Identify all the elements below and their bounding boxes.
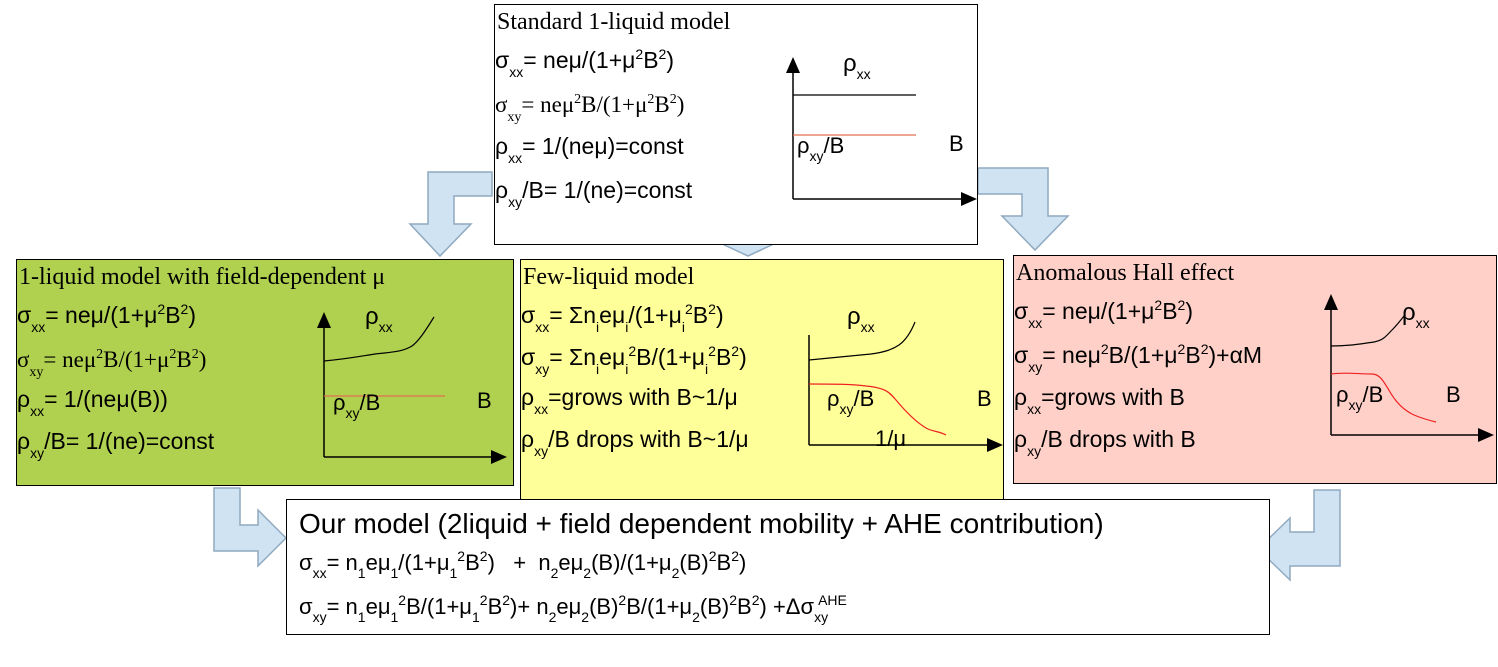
few-liquid-sketch-plot: ρxx ρxy/B B 1/μ [808,303,1003,452]
few-liquid-x-axis-arrowhead [987,438,1003,452]
standard-rho-xx: ρxx= 1/(neμ)=const [495,133,684,166]
few-liquid-x-axis-label: B [977,386,992,411]
ahe-rho-xy-curve [1330,372,1437,423]
ahe-x-axis-arrowhead [1478,428,1494,442]
ahe-rho-xx-curve [1330,315,1405,347]
standard-sigma-xx: σxx= neμ/(1+μ2B2) [495,46,674,80]
field-dependent-sketch-plot: ρxx ρxy/B B [317,303,507,464]
standard-x-axis-label: B [949,131,964,156]
few-liquid-sigma-xx: σxx= Σnieμi/(1+μi2B2) [521,301,724,335]
field-dependent-x-axis-arrowhead [491,450,507,464]
ahe-sketch-plot: ρxx ρxy/B B [1324,294,1494,442]
few-liquid-rho-xx-curve [808,321,916,361]
standard-sigma-xy: σxy= neμ2B/(1+μ2B2) [495,92,685,125]
field-dependent-y-axis-arrowhead [317,312,331,328]
arrow-standard-to-ahe [977,167,1070,252]
standard-model-box: Standard 1-liquid model σxx= neμ/(1+μ2B2… [494,4,978,245]
ahe-rho-xy: ρxy/B drops with B [1014,426,1196,459]
few-liquid-rho-xy: ρxy/B drops with B~1/μ [521,426,749,459]
ahe-rho-xx-label: ρxx [1402,299,1430,331]
few-liquid-sigma-xy: σxy= Σnieμi2B/(1+μi2B2) [521,343,747,377]
ahe-sigma-xx: σxx= neμ/(1+μ2B2) [1014,297,1193,331]
field-dependent-title: 1-liquid model with field-dependent μ [19,264,386,290]
field-dependent-sigma-xx: σxx= neμ/(1+μ2B2) [17,301,196,335]
few-liquid-title: Few-liquid model [523,264,695,290]
field-dependent-rho-xx-curve [323,316,435,362]
field-dependent-x-axis-label: B [477,388,492,413]
standard-x-axis-arrowhead [961,192,977,206]
arrow-field-dependent-to-our-model [213,487,288,568]
ahe-box: Anomalous Hall effect σxx= neμ/(1+μ2B2) … [1013,255,1497,484]
ahe-y-axis-arrowhead [1324,294,1338,310]
our-model-title: Our model (2liquid + field dependent mob… [299,508,1104,539]
field-dependent-rho-xx: ρxx= 1/(neμ(B)) [17,386,168,419]
standard-rho-xy: ρxy/B= 1/(ne)=const [495,177,693,210]
standard-model-title: Standard 1-liquid model [497,9,731,35]
ahe-rho-xx: ρxx=grows with B [1014,384,1185,417]
field-dependent-rho-xy: ρxy/B= 1/(ne)=const [17,428,215,461]
field-dependent-box: 1-liquid model with field-dependent μ σx… [16,259,514,486]
our-model-sigma-xy: σxy= n1eμ12B/(1+μ12B2)+ n2eμ2(B)2B/(1+μ2… [299,592,847,625]
few-liquid-mu-label: 1/μ [875,426,906,451]
standard-rho-xy-label: ρxy/B [797,133,844,164]
few-liquid-rho-xy-curve [808,383,947,436]
standard-y-axis-arrowhead [786,57,800,73]
field-dependent-rho-xy-label: ρxy/B [333,390,380,421]
arrow-ahe-to-our-model [1256,489,1341,582]
ahe-rho-xy-label: ρxy/B [1336,382,1383,413]
few-liquid-rho-xx: ρxx=grows with B~1/μ [521,384,738,417]
standard-rho-xx-label: ρxx [843,50,871,82]
standard-sketch-plot: ρxx ρxy/B B [786,50,977,206]
our-model-box: Our model (2liquid + field dependent mob… [286,499,1270,635]
field-dependent-rho-xx-label: ρxx [365,303,393,335]
few-liquid-rho-xy-label: ρxy/B [827,386,874,417]
field-dependent-sigma-xy: σxy= neμ2B/(1+μ2B2) [17,347,207,380]
few-liquid-box: Few-liquid model σxx= Σnieμi/(1+μi2B2) σ… [520,259,1004,500]
ahe-title: Anomalous Hall effect [1016,260,1235,286]
few-liquid-rho-xx-label: ρxx [847,303,875,335]
ahe-x-axis-label: B [1446,382,1461,407]
ahe-sigma-xy: σxy= neμ2B/(1+μ2B2)+αM [1014,341,1263,375]
our-model-sigma-xx: σxx= n1eμ1/(1+μ12B2) + n2eμ2(B)/(1+μ2(B)… [299,548,747,581]
arrow-standard-to-field-dependent [408,171,493,258]
